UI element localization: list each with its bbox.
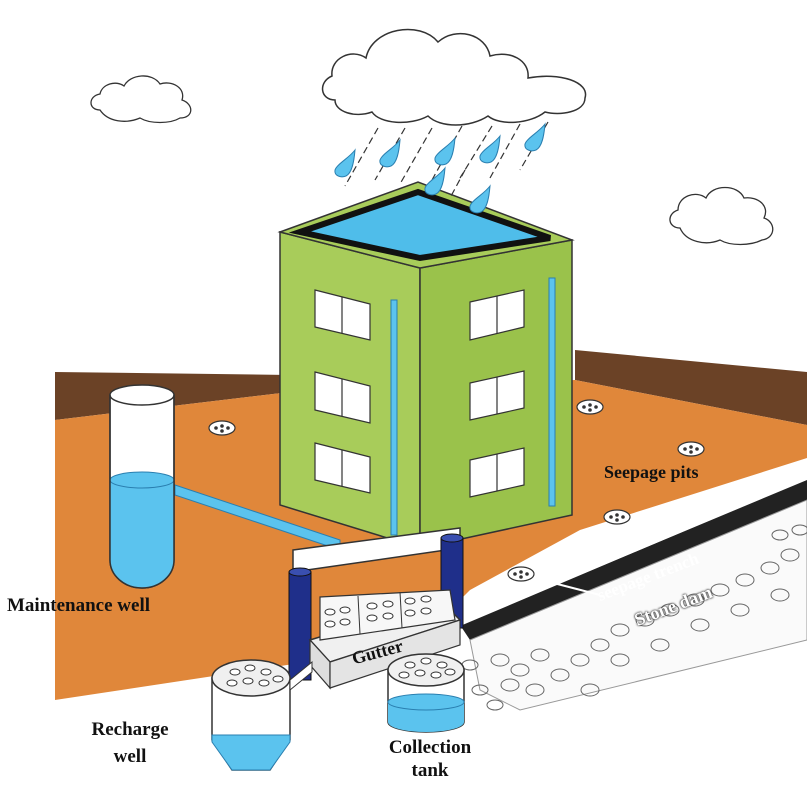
stone-dam-area — [469, 499, 807, 711]
cloud-icon — [669, 186, 774, 246]
maintenance-well-label: Maintenance well — [7, 595, 151, 616]
raindrop-icon — [334, 122, 546, 214]
soil-layer-right — [575, 350, 807, 425]
cloud-icon — [321, 28, 587, 126]
window — [469, 289, 525, 498]
downpipe-left — [390, 299, 398, 536]
seepage-pit-icon — [507, 566, 601, 596]
collection-tank-label-line2: tank — [411, 759, 449, 781]
seepage-pits-label: Seepage pits — [604, 462, 699, 482]
seepage-pit-icon — [603, 509, 681, 531]
stone-dam-pebbles — [461, 524, 807, 711]
seepage-pit-icon — [576, 399, 604, 415]
collection-tank-label-line1: Collection — [388, 737, 472, 758]
roof-water — [288, 188, 551, 262]
seepage-trench-strip — [460, 480, 807, 640]
trench-edge — [459, 477, 807, 626]
collection-tank-label: Collection tank — [370, 737, 490, 782]
seepage-pit-icon — [677, 441, 705, 457]
gutter — [308, 589, 462, 690]
seepage-pit-icon — [208, 420, 236, 436]
gutter-frame — [288, 527, 464, 681]
window — [314, 289, 371, 494]
maintenance-well — [109, 384, 175, 589]
downpipe-right — [548, 277, 556, 507]
recharge-well-label-line2: well — [113, 745, 147, 767]
collection-tank — [387, 653, 465, 733]
recharge-well-label-line1: Recharge — [91, 719, 169, 740]
cloud-icon — [90, 75, 192, 124]
recharge-well-label: Recharge well — [80, 719, 180, 768]
recharge-well — [211, 659, 313, 771]
